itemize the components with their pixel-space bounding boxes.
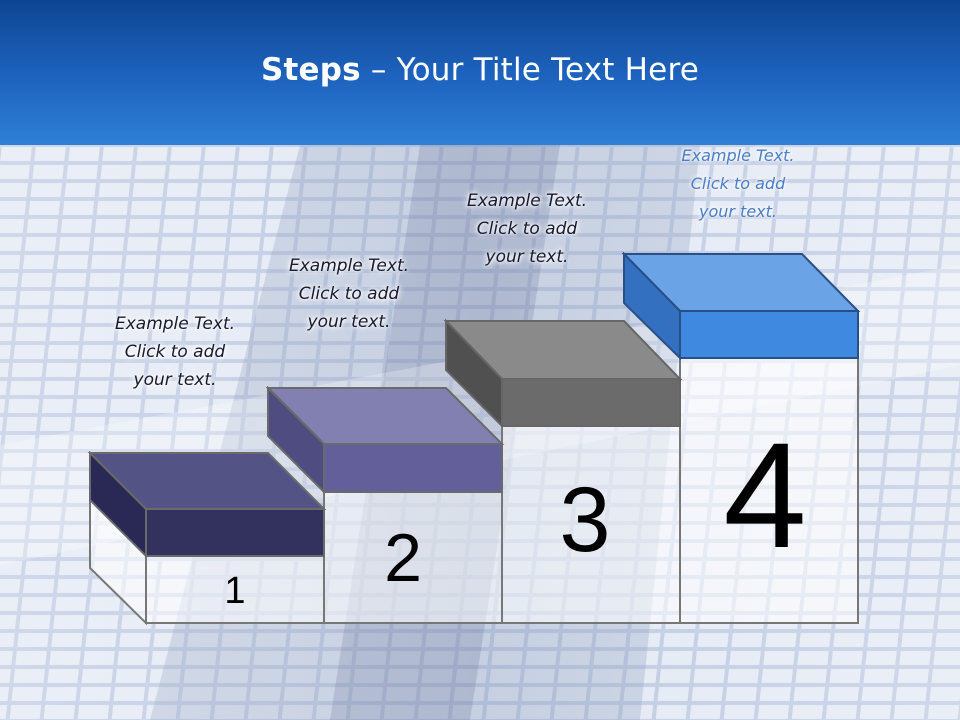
slide-title[interactable]: Steps – Your Title Text Here: [0, 52, 960, 88]
step-1-number: 1: [224, 570, 246, 612]
step-4-text-line3: your text.: [698, 202, 777, 221]
step-1-text[interactable]: Example Text. Click to add your text.: [90, 310, 260, 394]
step-4-column: [679, 357, 859, 624]
step-3-number: 3: [559, 469, 611, 571]
step-1-text-line3: your text.: [133, 370, 217, 390]
step-3-text-line2: Click to add: [476, 219, 578, 239]
step-4-text[interactable]: Example Text. Click to add your text.: [653, 142, 823, 226]
step-2-column: [323, 491, 503, 624]
step-2-number: 2: [384, 520, 422, 596]
step-3-text-line1: Example Text.: [466, 191, 588, 211]
step-4-number: 4: [723, 411, 807, 579]
step-2-text-line1: Example Text.: [288, 256, 410, 276]
step-3-text-line3: your text.: [485, 247, 569, 267]
step-2-text-line3: your text.: [307, 312, 391, 332]
title-rest: – Your Title Text Here: [360, 52, 699, 88]
step-1-text-line2: Click to add: [124, 342, 226, 362]
step-2-text-line2: Click to add: [298, 284, 400, 304]
step-3-text[interactable]: Example Text. Click to add your text.: [442, 187, 612, 271]
title-bar: [0, 0, 960, 145]
step-4-block: [621, 251, 861, 361]
step-4-text-line2: Click to add: [690, 174, 786, 193]
step-1-text-line1: Example Text.: [114, 314, 236, 334]
step-2-block: [265, 385, 505, 495]
title-bold: Steps: [260, 52, 361, 88]
step-2-text[interactable]: Example Text. Click to add your text.: [264, 252, 434, 336]
step-3-block: [443, 318, 683, 429]
step-4-text-line1: Example Text.: [681, 146, 795, 165]
step-1-block: [87, 450, 327, 559]
